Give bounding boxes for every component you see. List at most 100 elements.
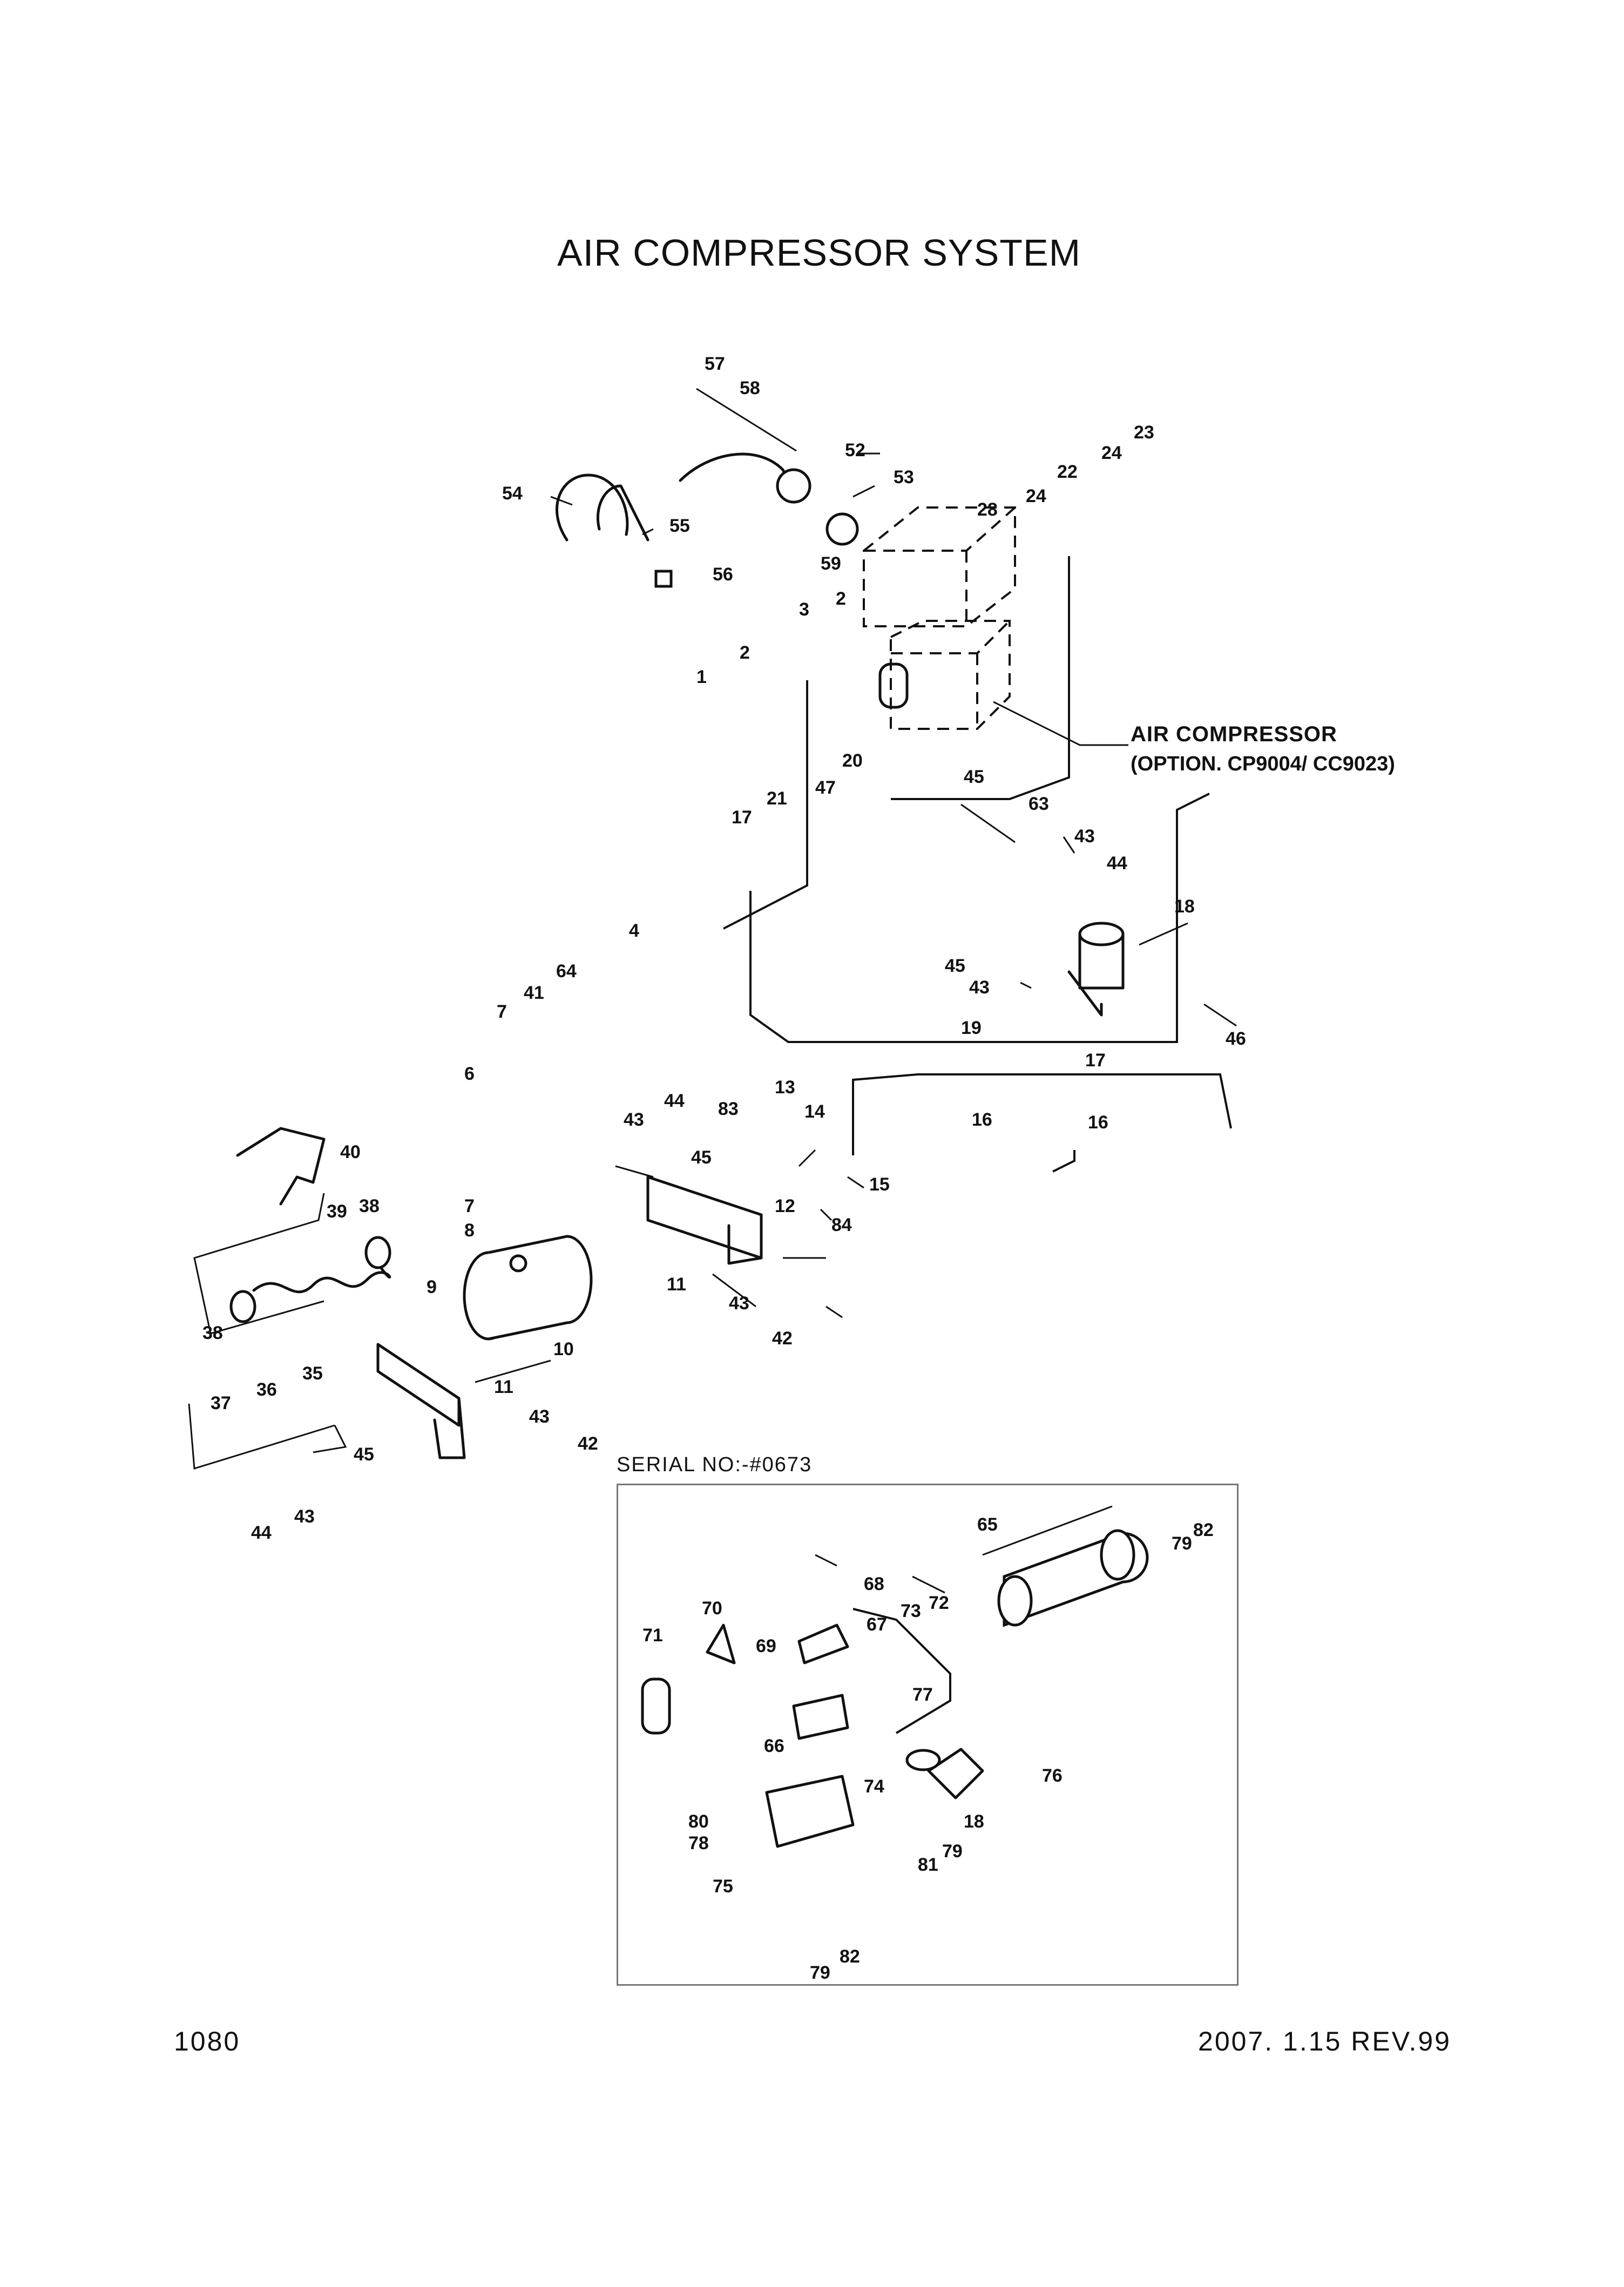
callout-label: 8	[464, 1220, 475, 1241]
callout-label: 21	[767, 788, 787, 809]
callout-label: 43	[624, 1109, 644, 1130]
leader-lines	[188, 388, 1237, 1594]
callout-label: 78	[688, 1833, 709, 1853]
callout-label: 79	[1172, 1533, 1192, 1554]
callout-label: 44	[664, 1091, 685, 1111]
callout-label: 79	[810, 1963, 830, 1983]
callout-label: 11	[667, 1274, 686, 1295]
callout-label: 57	[705, 354, 725, 374]
callout-label: 28	[977, 499, 998, 520]
callout-label: 2	[740, 642, 750, 663]
callout-label: 54	[502, 483, 523, 504]
callout-label: 9	[427, 1277, 437, 1297]
callout-label: 11	[494, 1377, 513, 1397]
serial-number-label: SERIAL NO:-#0673	[617, 1453, 813, 1476]
callout-label: 3	[799, 599, 809, 620]
callout-label: 55	[669, 516, 690, 536]
callout-label: 19	[961, 1018, 982, 1038]
callout-label: 44	[1107, 853, 1127, 874]
callout-label: 45	[964, 767, 984, 787]
callout-label: 66	[764, 1736, 784, 1756]
revision-date: 2007. 1.15 REV.99	[1198, 2026, 1451, 2056]
callout-label: 71	[642, 1625, 663, 1646]
callout-label: 63	[1028, 794, 1049, 814]
callout-label: 47	[815, 777, 836, 798]
callout-label: 45	[945, 956, 965, 976]
callout-label: 18	[1174, 896, 1195, 917]
callout-label: 43	[529, 1406, 550, 1427]
callout-label: 17	[1085, 1050, 1106, 1071]
callout-label: 10	[553, 1339, 574, 1359]
air-lines	[723, 556, 1232, 1734]
callout-label: 35	[302, 1363, 323, 1384]
callout-label: 37	[211, 1393, 231, 1413]
callout-label: 24	[1101, 443, 1122, 463]
callout-label: 64	[556, 961, 577, 982]
dryer-18-drawing	[1067, 922, 1125, 1017]
callout-label: 16	[1088, 1112, 1108, 1133]
bracket-11-mid-drawing	[646, 1175, 763, 1265]
callout-label: 58	[740, 378, 760, 398]
callout-label: 44	[251, 1523, 272, 1543]
callout-label: 72	[929, 1593, 949, 1613]
callout-label: 41	[524, 983, 544, 1003]
callout-label: 43	[294, 1506, 315, 1527]
callout-label: 77	[912, 1684, 933, 1705]
callout-label: 80	[688, 1811, 709, 1832]
callout-label: 45	[354, 1444, 374, 1465]
page-title: AIR COMPRESSOR SYSTEM	[557, 232, 1081, 274]
callout-label: 40	[340, 1142, 361, 1162]
callout-label: 36	[256, 1379, 277, 1400]
callout-label: 68	[864, 1574, 884, 1594]
callout-label: 13	[775, 1077, 795, 1098]
callout-label: 12	[775, 1196, 795, 1216]
callout-label: 22	[1057, 462, 1078, 482]
callout-label: 70	[702, 1598, 722, 1619]
bracket-11-drawing	[376, 1343, 466, 1459]
callout-label: 4	[629, 921, 639, 941]
serial-inset-frame	[617, 1484, 1239, 1986]
callout-label: 82	[1193, 1520, 1214, 1540]
callout-label: 42	[772, 1328, 793, 1349]
callout-label: 79	[942, 1841, 963, 1862]
callout-label: 56	[713, 564, 733, 585]
callout-label: 43	[1074, 826, 1095, 847]
callout-label: 2	[836, 588, 846, 609]
callout-label: 76	[1042, 1765, 1063, 1786]
air-gun-drawing	[236, 1127, 326, 1206]
callout-label: 38	[359, 1196, 380, 1216]
air-compressor-drawing	[863, 506, 1128, 746]
callout-label: 42	[578, 1433, 598, 1454]
callout-label: 59	[821, 553, 841, 574]
inset-parts-drawing	[641, 1529, 1149, 1848]
callout-label: 43	[729, 1293, 749, 1314]
air-tank-drawing	[463, 1235, 593, 1341]
callout-label: 81	[918, 1855, 938, 1875]
callout-label: 65	[977, 1514, 998, 1535]
spring-39-drawing	[229, 1236, 391, 1323]
callout-label: 74	[864, 1776, 884, 1797]
callout-label: 82	[840, 1946, 860, 1967]
callout-label: 83	[718, 1099, 739, 1119]
callout-label: 43	[969, 977, 990, 998]
callout-label: 1	[696, 667, 707, 687]
callout-label: 14	[804, 1101, 825, 1122]
page-number: 1080	[174, 2026, 241, 2056]
intake-hose-drawing	[556, 452, 859, 588]
callout-label: 23	[1134, 422, 1154, 443]
callout-label: 69	[756, 1636, 776, 1656]
callout-label: 73	[901, 1601, 921, 1621]
air-compressor-option: (OPTION. CP9004/ CC9023)	[1131, 753, 1395, 775]
callout-label: 24	[1026, 486, 1046, 506]
callout-label: 18	[964, 1811, 984, 1832]
callout-label: 7	[497, 1002, 507, 1022]
callout-label: 46	[1226, 1029, 1246, 1049]
callout-label: 7	[464, 1196, 475, 1216]
callout-label: 45	[691, 1147, 712, 1168]
callout-label: 6	[464, 1064, 475, 1084]
callout-label: 84	[831, 1215, 852, 1235]
callout-label: 20	[842, 750, 863, 771]
callout-label: 75	[713, 1876, 733, 1897]
callout-label: 17	[732, 807, 752, 828]
